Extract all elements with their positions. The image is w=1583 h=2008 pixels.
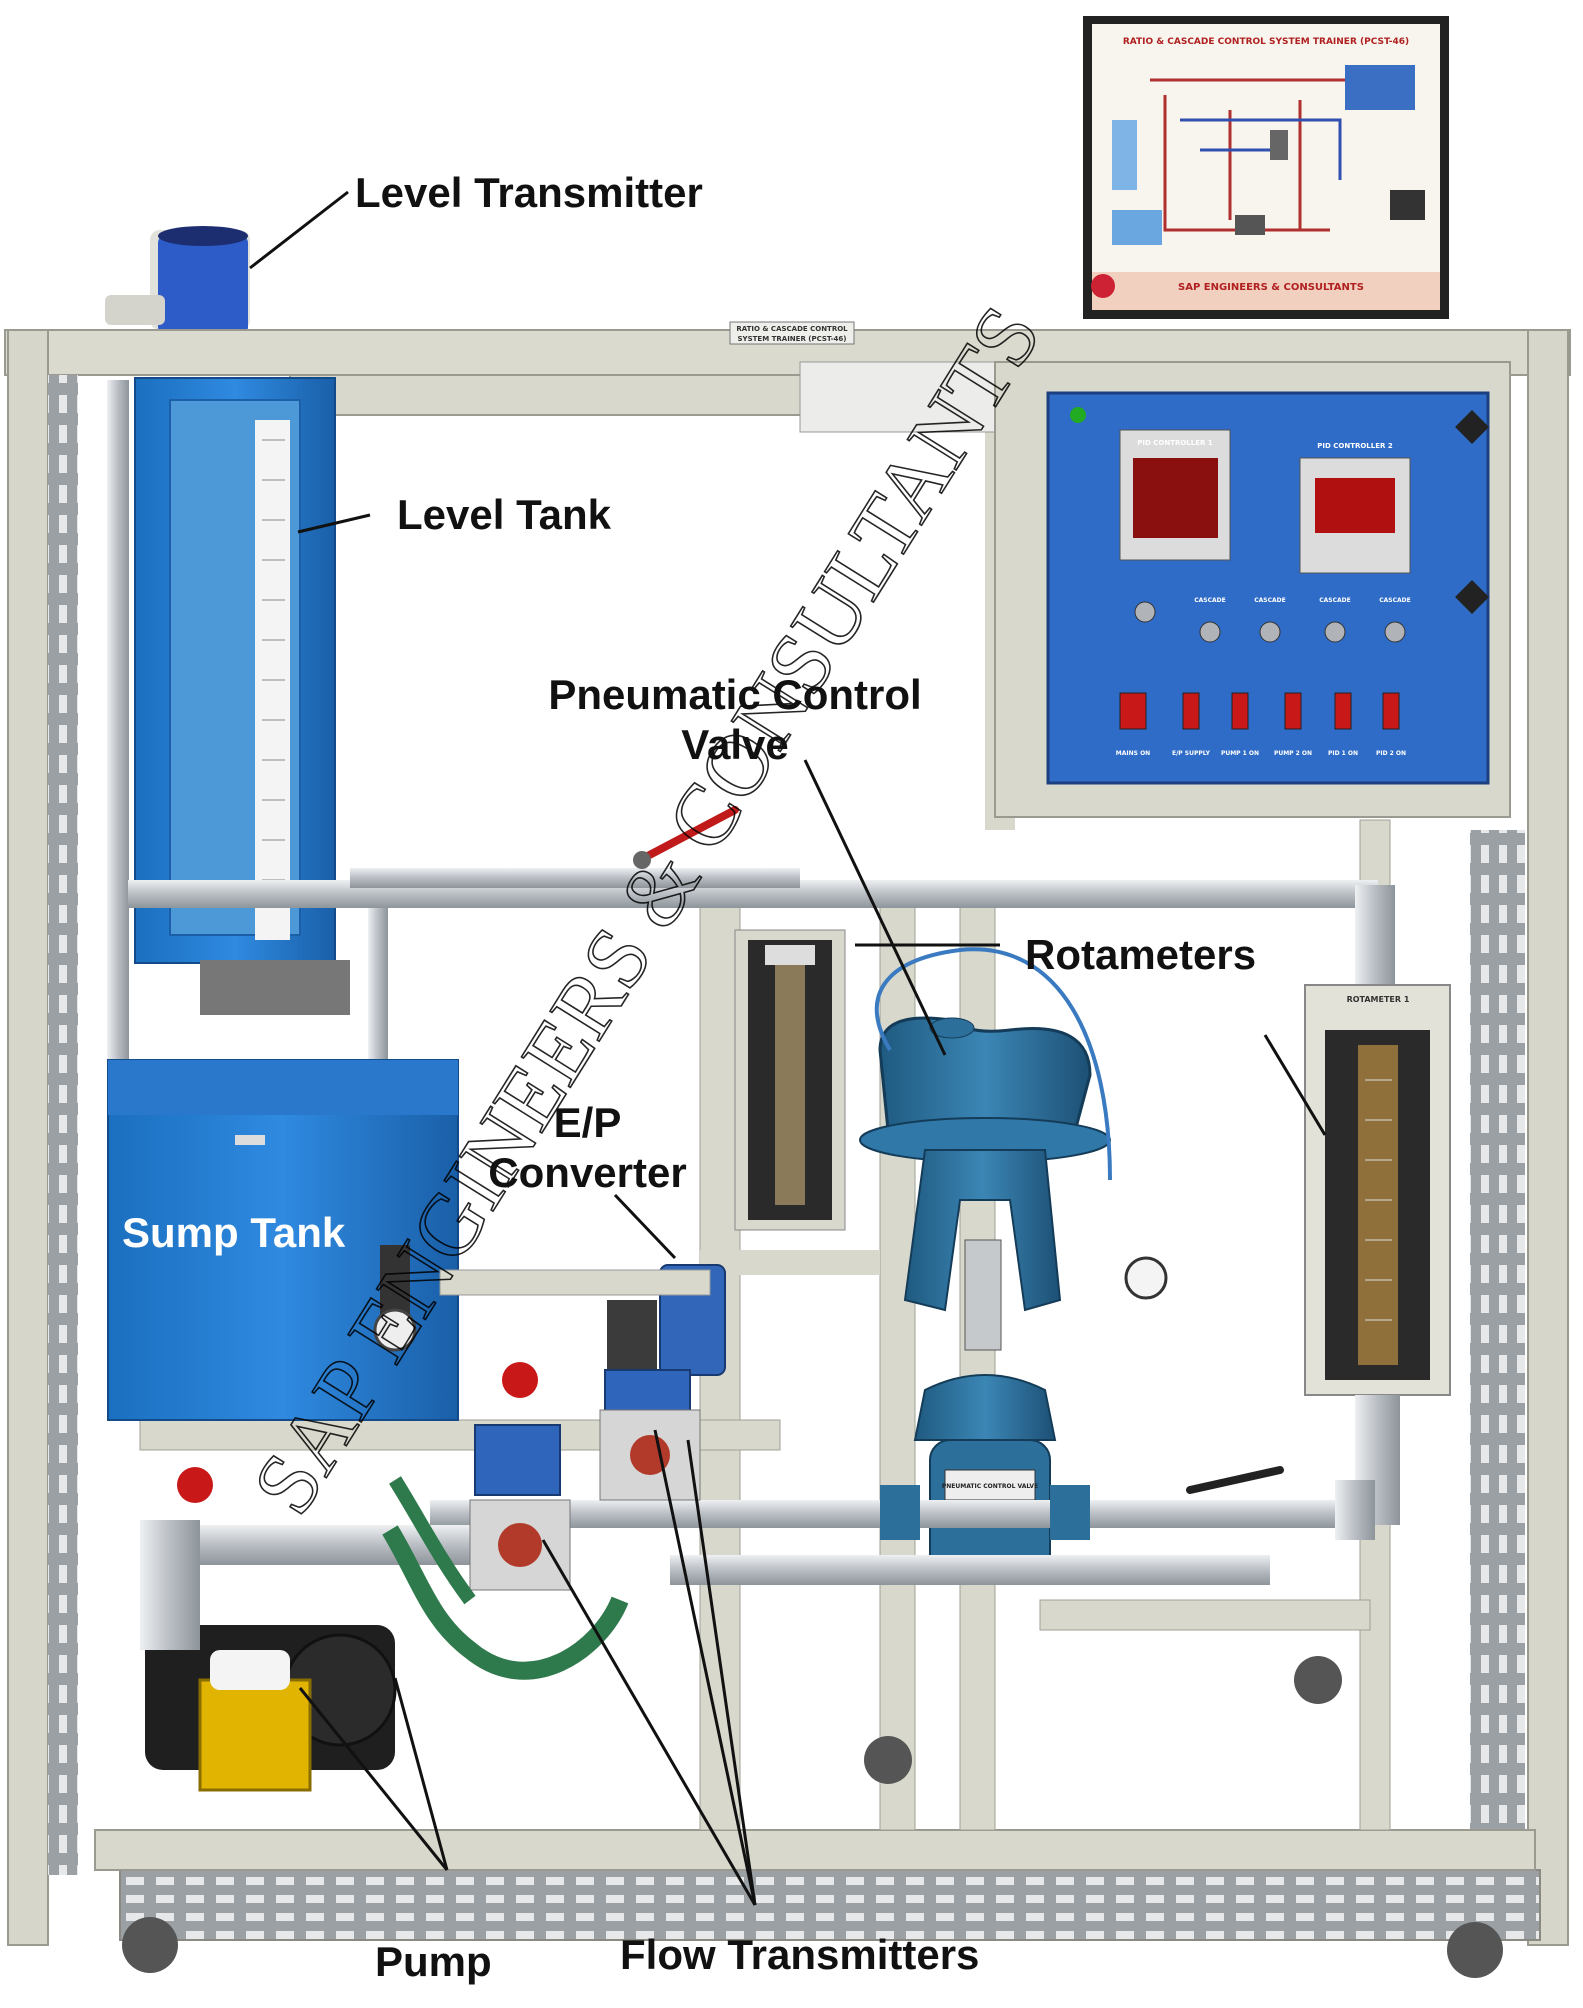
flow-transmitter-1-device <box>469 1424 571 1591</box>
schematic-poster: RATIO & CASCADE CONTROL SYSTEM TRAINER (… <box>1083 16 1449 319</box>
label-flow-transmitters: Flow Transmitters <box>620 1931 980 1978</box>
left-rotameter <box>734 929 846 1231</box>
leader-lines <box>249 190 1327 1906</box>
rotameter-plate: ROTAMETER 1 <box>1347 995 1410 1004</box>
frame-plate-line2: SYSTEM TRAINER (PCST-46) <box>738 335 847 343</box>
lamp-label-5: PID 1 ON <box>1328 750 1358 757</box>
label-level-transmitter: Level Transmitter <box>355 169 703 216</box>
lamp-label-3: PUMP 1 ON <box>1221 750 1259 757</box>
lamp-label-6: PID 2 ON <box>1376 750 1406 757</box>
label-rotameters: Rotameters <box>1025 931 1257 978</box>
control-panel: PID CONTROLLER 1 PID CONTROLLER 2 CASCAD… <box>994 361 1511 818</box>
air-regulator-device <box>373 1245 711 1398</box>
level-transmitter-device <box>105 226 250 335</box>
poster-company: SAP ENGINEERS & CONSULTANTS <box>1178 282 1364 293</box>
label-pneumatic-control-valve: Pneumatic Control Valve <box>520 670 950 771</box>
flow-transmitter-2-device <box>599 1369 701 1501</box>
lamp-label-1: MAINS ON <box>1116 750 1150 757</box>
lamp-label-4: PUMP 2 ON <box>1274 750 1312 757</box>
left-pipes <box>107 380 388 1120</box>
switch-label-4: CASCADE <box>1379 597 1411 604</box>
label-ep-converter: E/P Converter <box>470 1098 705 1199</box>
label-pneumatic-line1: Pneumatic Control <box>548 671 922 718</box>
switch-label-1: CASCADE <box>1194 597 1226 604</box>
switch-label-3: CASCADE <box>1319 597 1351 604</box>
pid2-label: PID CONTROLLER 2 <box>1317 442 1393 450</box>
sump-tank-device <box>107 1059 459 1421</box>
label-level-tank: Level Tank <box>397 491 611 538</box>
switch-label-2: CASCADE <box>1254 597 1286 604</box>
right-rotameter: ROTAMETER 1 <box>1304 984 1451 1525</box>
label-pneumatic-line2: Valve <box>681 721 789 769</box>
control-valve-plate: PNEUMATIC CONTROL VALVE <box>942 1483 1038 1490</box>
poster-title: RATIO & CASCADE CONTROL SYSTEM TRAINER (… <box>1123 37 1409 47</box>
pneumatic-control-valve-device: PNEUMATIC CONTROL VALVE <box>859 947 1168 1581</box>
label-sump-tank: Sump Tank <box>122 1209 346 1256</box>
label-ep-line2: Converter <box>488 1149 687 1197</box>
pid1-label: PID CONTROLLER 1 <box>1137 439 1213 447</box>
lamp-label-2: E/P SUPPLY <box>1172 750 1211 757</box>
level-tank-device <box>134 377 350 1015</box>
label-ep-line1: E/P <box>553 1099 622 1146</box>
frame-plate-line1: RATIO & CASCADE CONTROL <box>736 325 848 333</box>
pump-device <box>140 1467 629 1792</box>
label-pump: Pump <box>375 1938 492 1985</box>
